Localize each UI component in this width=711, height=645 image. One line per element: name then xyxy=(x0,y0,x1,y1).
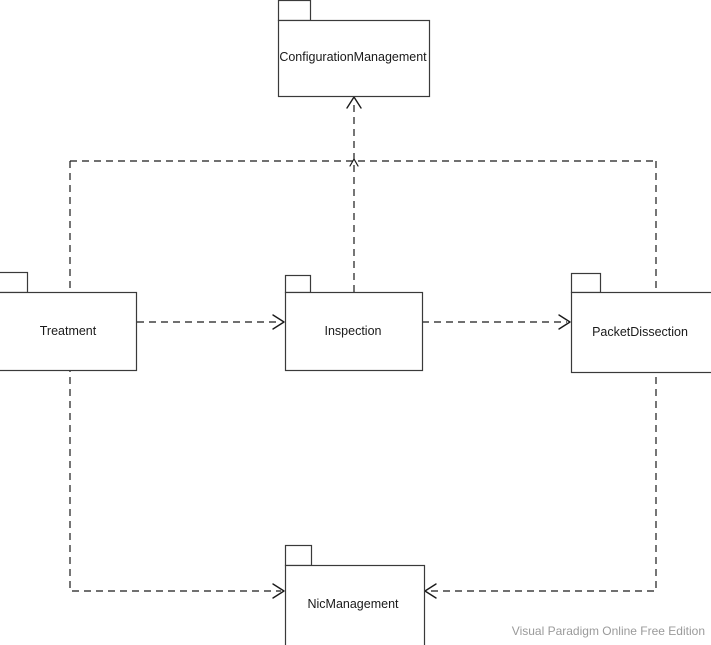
package-tab-nic-management xyxy=(284,544,313,567)
package-configuration-management[interactable] xyxy=(277,0,431,98)
package-body-inspection xyxy=(284,291,424,372)
arrowhead-into-packet-dissection xyxy=(558,314,571,330)
arrowhead-into-inspection xyxy=(272,314,285,330)
package-tab-treatment xyxy=(0,271,29,294)
package-treatment[interactable] xyxy=(0,271,138,372)
package-label-configuration-management: ConfigurationManagement xyxy=(279,50,427,64)
package-packet-dissection[interactable] xyxy=(570,272,711,374)
watermark-text: Visual Paradigm Online Free Edition xyxy=(511,624,705,638)
package-body-treatment xyxy=(0,291,138,372)
package-tab-inspection xyxy=(284,274,312,294)
package-body-nic-management xyxy=(284,564,426,645)
package-label-packet-dissection: PacketDissection xyxy=(592,325,688,339)
package-label-treatment: Treatment xyxy=(39,324,97,338)
connector-treatment-to-nic-management xyxy=(69,161,281,592)
package-inspection[interactable] xyxy=(284,274,424,372)
package-body-configuration-management xyxy=(277,19,431,98)
package-body-packet-dissection xyxy=(570,291,711,374)
package-label-nic-management: NicManagement xyxy=(307,597,399,611)
package-tab-configuration-management xyxy=(277,0,312,22)
package-tab-packet-dissection xyxy=(570,272,602,294)
package-label-inspection: Inspection xyxy=(324,324,382,338)
package-nic-management[interactable] xyxy=(284,544,426,645)
arrowhead-bus-junction xyxy=(349,158,359,167)
arrowhead-into-nic-management-left xyxy=(272,583,285,599)
connector-layer xyxy=(69,100,657,592)
connector-packet-dissection-to-nic-management xyxy=(428,161,657,592)
